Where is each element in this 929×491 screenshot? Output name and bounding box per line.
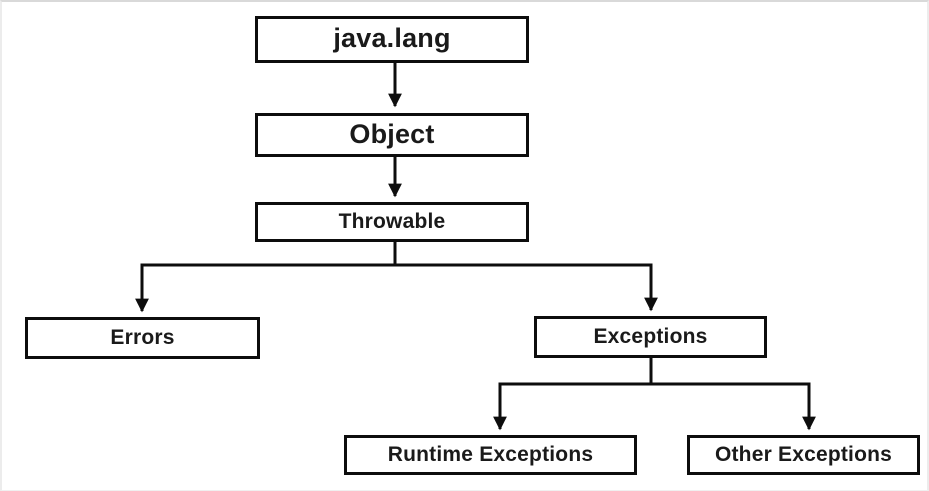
node-java-lang-label: java.lang — [333, 23, 451, 53]
node-errors-label: Errors — [110, 325, 175, 349]
node-runtime-exceptions-label: Runtime Exceptions — [387, 442, 594, 466]
node-other-exceptions: Other Exceptions — [687, 435, 920, 475]
node-object-label: Object — [349, 118, 435, 149]
node-errors: Errors — [25, 317, 260, 359]
node-java-lang: java.lang — [255, 16, 529, 63]
node-object: Object — [255, 113, 529, 157]
node-throwable: Throwable — [255, 202, 529, 242]
node-runtime-exceptions: Runtime Exceptions — [344, 435, 637, 475]
node-throwable-label: Throwable — [338, 209, 446, 233]
node-exceptions-label: Exceptions — [593, 324, 708, 348]
node-other-exceptions-label: Other Exceptions — [714, 442, 893, 466]
node-exceptions: Exceptions — [534, 316, 767, 358]
